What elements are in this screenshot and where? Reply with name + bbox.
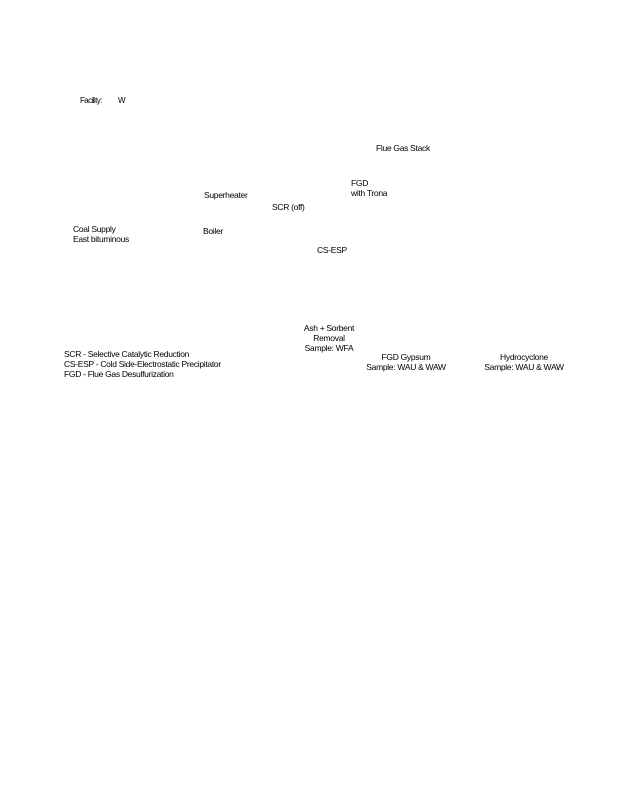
fgd-gypsum-sample: Sample: WAU & WAW [366, 362, 446, 372]
legend-item: CS-ESP - Cold Side-Electrostatic Precipi… [64, 359, 221, 369]
ash-removal-line1: Ash + Sorbent [303, 323, 355, 333]
coal-supply-label: Coal Supply East bituminous [73, 224, 129, 244]
ash-removal-sample: Sample: WFA [304, 343, 354, 353]
fgd-gypsum-label: FGD Gypsum Sample: WAU & WAW [362, 352, 450, 372]
coal-supply-line1: Coal Supply [73, 224, 116, 234]
fgd-label-line1: FGD [351, 178, 369, 188]
legend-item: SCR - Selective Catalytic Reduction [64, 349, 190, 359]
facility-value: W [118, 96, 126, 105]
fgd-label-line2: with Trona [351, 188, 388, 198]
abbreviation-legend: SCR - Selective Catalytic Reduction CS-E… [64, 349, 221, 379]
boiler-label: Boiler [203, 226, 223, 236]
coal-supply-line2: East bituminous [73, 234, 129, 244]
facility-label: Facility: [80, 96, 102, 105]
hydrocyclone-sample: Sample: WAU & WAW [484, 362, 564, 372]
fgd-gypsum-line1: FGD Gypsum [381, 352, 431, 362]
ash-removal-label: Ash + Sorbent Removal Sample: WFA [298, 323, 360, 353]
ash-removal-line2: Removal [313, 333, 345, 343]
hydrocyclone-label: Hydrocyclone Sample: WAU & WAW [480, 352, 568, 372]
superheater-label: Superheater [204, 190, 248, 200]
cs-esp-label: CS-ESP [317, 245, 347, 255]
hydrocyclone-line1: Hydrocyclone [500, 352, 548, 362]
scr-label: SCR (off) [272, 202, 305, 212]
flue-gas-stack-label: Flue Gas Stack [376, 143, 430, 153]
legend-item: FGD - Flue Gas Desulfurization [64, 369, 174, 379]
fgd-label: FGD with Trona [351, 178, 388, 198]
